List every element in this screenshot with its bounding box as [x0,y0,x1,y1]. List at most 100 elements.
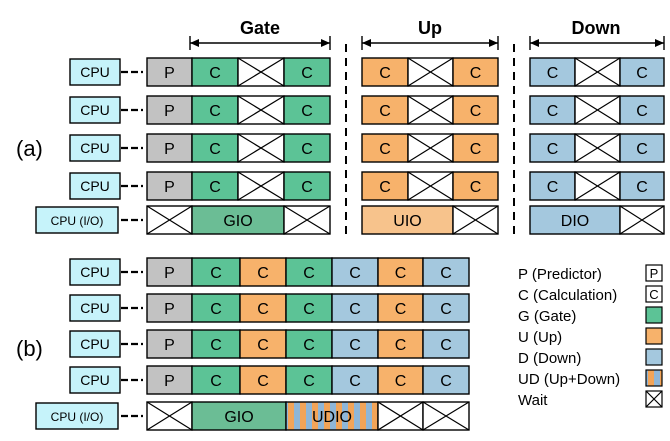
b-gate-calc-cell-3-1-label: C [210,373,222,390]
legend-swatch-wait-cross [645,390,663,408]
a-predictor-cell-1-label: P [164,103,175,120]
a-gate-calc-cell-2-1-label: C [209,141,221,158]
b-up-calc-cell-1-5 [377,293,424,323]
a-cpu-box-3 [69,172,121,200]
b-down-calc-cell-3-4 [331,365,379,395]
a-up-calc-cell-3-2 [452,171,499,201]
a-down-wait-cell-3-cross [574,171,621,201]
b-up-calc-cell-1-2-label: C [257,301,269,318]
legend-swatch-gate [645,306,663,324]
a-up-wait-cell-0-cross [407,57,454,87]
a-up-calc-cell-0-2-label: C [470,65,482,82]
a-gate-calc-cell-0-2-label: C [301,65,313,82]
b-up-calc-cell-3-2-label: C [257,373,269,390]
b-down-calc-cell-1-6-label: C [440,301,452,318]
b-down-calc-cell-2-6 [422,329,470,359]
a-up-calc-cell-0-2 [452,57,499,87]
a-gate-calc-cell-1-1-label: C [209,103,221,120]
rows: CPU P C C C C C C CPU P C C C C C C CPU P C C C C C C CPU P C C C C C C… [35,57,665,431]
a-down-calc-cell-1-1 [529,95,576,125]
a-dio-cell [529,205,621,235]
legend-swatch-up [645,327,663,345]
b-gate-calc-cell-1-1 [191,293,241,323]
b-predictor-cell-3-0-label: P [164,373,175,390]
a-predictor-cell-3-label: P [164,179,175,196]
legend-swatch-down [645,348,663,366]
header-gate: Gate [240,18,280,38]
b-cpu-label-io: CPU (I/O) [51,410,104,424]
b-cpu-box-2 [69,330,121,358]
b-io-wait-cell-3-cross [422,401,470,431]
a-predictor-cell-0-label: P [164,65,175,82]
a-uio-cell-label: UIO [393,213,421,230]
a-down-calc-cell-3-1-label: C [547,179,559,196]
b-gate-calc-cell-0-3 [285,257,333,287]
b-down-calc-cell-2-4-label: C [349,337,361,354]
legend-swatch-updown [645,369,663,387]
b-gate-calc-cell-0-3-label: C [303,265,315,282]
a-gate-wait-cell-2-cross [237,133,285,163]
b-predictor-cell-0-0-label: P [164,265,175,282]
legend-label-wait: Wait [518,392,548,409]
panel-label-a: (a) [16,136,43,161]
b-down-calc-cell-3-6-label: C [440,373,452,390]
b-gate-calc-cell-3-3-label: C [303,373,315,390]
b-up-calc-cell-3-2 [239,365,287,395]
b-io-wait-cell-1-cross [146,401,193,431]
a-up-calc-cell-1-2-label: C [470,103,482,120]
a-cpu-label-0: CPU [80,64,110,80]
b-down-calc-cell-0-4-label: C [349,265,361,282]
b-gate-calc-cell-2-3-label: C [303,337,315,354]
a-down-calc-cell-1-2 [619,95,665,125]
a-gate-wait-cell-1-cross [237,95,285,125]
a-down-calc-cell-3-2-label: C [636,179,648,196]
a-down-calc-cell-2-2 [619,133,665,163]
a-gate-calc-cell-3-1-label: C [209,179,221,196]
a-gate-calc-cell-3-2 [283,171,331,201]
a-cpu-label-1: CPU [80,102,110,118]
b-down-calc-cell-3-6 [422,365,470,395]
a-gate-calc-cell-1-2 [283,95,331,125]
b-up-calc-cell-3-5 [377,365,424,395]
b-cpu-box-io [35,402,119,430]
a-io-wait-cell-1-cross [146,205,193,235]
a-predictor-cell-2 [146,133,193,163]
b-predictor-cell-2-0 [146,329,193,359]
a-gate-wait-cell-0-cross [237,57,285,87]
a-up-calc-cell-3-1 [361,171,409,201]
b-up-calc-cell-2-5-label: C [395,337,407,354]
a-predictor-cell-2-label: P [164,141,175,158]
b-gate-calc-cell-0-1 [191,257,241,287]
legend-swatch-letter-C: C [649,287,658,302]
a-cpu-box-1 [69,96,121,124]
a-predictor-cell-0 [146,57,193,87]
a-up-calc-cell-2-2-label: C [470,141,482,158]
b-cpu-label-2: CPU [80,336,110,352]
b-io-wait-cell-2-cross [377,401,424,431]
b-gate-calc-cell-2-1-label: C [210,337,222,354]
b-gate-calc-cell-3-3 [285,365,333,395]
b-down-calc-cell-0-6 [422,257,470,287]
a-down-wait-cell-2-cross [574,133,621,163]
b-cpu-box-0 [69,258,121,286]
a-down-calc-cell-1-2-label: C [636,103,648,120]
b-cpu-label-3: CPU [80,372,110,388]
b-gio-cell [191,401,287,431]
legend-swatch-C [645,285,663,303]
b-gate-calc-cell-2-1 [191,329,241,359]
panel-label-b: (b) [16,336,43,361]
b-up-calc-cell-2-5 [377,329,424,359]
a-up-wait-cell-3-cross [407,171,454,201]
b-cpu-box-3 [69,366,121,394]
a-down-calc-cell-2-2-label: C [636,141,648,158]
a-up-calc-cell-2-2 [452,133,499,163]
b-udio-cell-label: UDIO [312,409,352,426]
a-down-calc-cell-3-2 [619,171,665,201]
b-cpu-label-0: CPU [80,264,110,280]
b-udio-cell [285,401,379,431]
a-uio-cell [361,205,454,235]
header-down: Down [572,18,621,38]
b-gate-calc-cell-0-1-label: C [210,265,222,282]
a-cpu-label-io: CPU (I/O) [51,214,104,228]
